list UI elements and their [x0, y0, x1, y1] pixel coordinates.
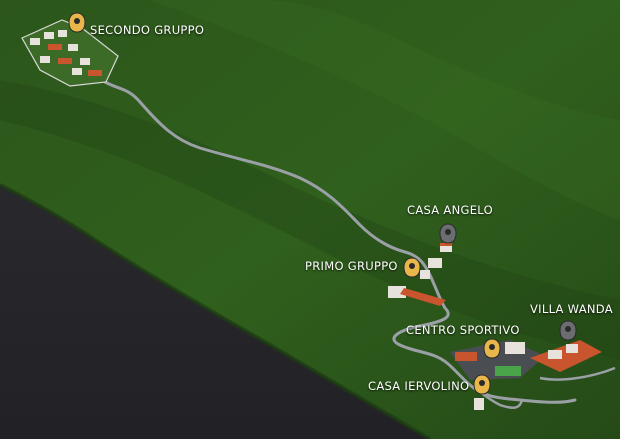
label-casa-iervolino[interactable]: CASA IERVOLINO	[368, 379, 470, 393]
roof	[400, 288, 446, 306]
primo-gruppo-building	[428, 258, 442, 268]
villa-wanda-building	[548, 350, 562, 359]
villa-wanda-building	[566, 344, 578, 353]
hill-shadow	[0, 80, 620, 360]
pin-primo-gruppo[interactable]	[403, 257, 421, 278]
main-road	[103, 80, 577, 404]
roof	[88, 70, 102, 76]
building	[40, 56, 50, 63]
roof	[48, 44, 62, 50]
casa-iervolino-building	[474, 398, 484, 410]
roof	[440, 243, 452, 246]
casa-angelo-building	[440, 243, 452, 252]
primo-gruppo-building	[388, 286, 406, 298]
building	[72, 68, 82, 75]
pin-secondo-gruppo[interactable]	[68, 12, 86, 33]
pin-casa-iervolino[interactable]	[473, 374, 491, 395]
building	[68, 44, 78, 51]
villa-wanda-plot	[530, 340, 602, 372]
sports-field	[495, 366, 521, 376]
pin-centro-sportivo[interactable]	[483, 338, 501, 359]
label-villa-wanda[interactable]: VILLA WANDA	[530, 302, 613, 316]
spur-road	[539, 366, 616, 381]
building	[44, 32, 54, 39]
pin-casa-angelo[interactable]	[439, 223, 457, 244]
label-centro-sportivo[interactable]: CENTRO SPORTIVO	[406, 323, 520, 337]
building	[30, 38, 40, 45]
primo-gruppo-building	[420, 270, 430, 279]
pin-villa-wanda[interactable]	[559, 320, 577, 341]
label-primo-gruppo[interactable]: PRIMO GRUPPO	[305, 259, 398, 273]
label-casa-angelo[interactable]: CASA ANGELO	[407, 203, 493, 217]
building	[58, 30, 67, 37]
tennis-court	[455, 352, 477, 361]
label-secondo-gruppo[interactable]: SECONDO GRUPPO	[90, 23, 205, 37]
hill-highlight	[150, 0, 620, 220]
roof	[58, 58, 72, 64]
building	[505, 342, 525, 354]
building	[80, 58, 90, 65]
hill-ridge	[0, 183, 432, 439]
